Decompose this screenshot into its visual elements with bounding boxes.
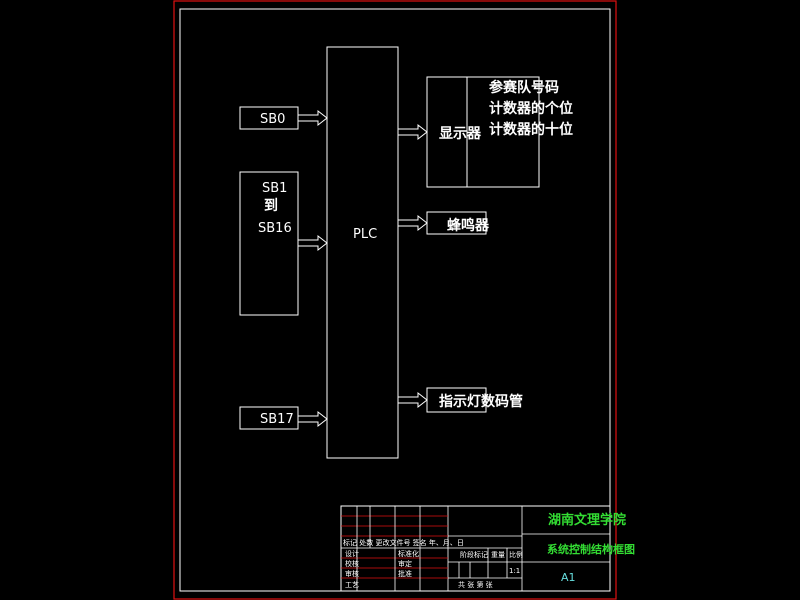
display-label: 显示器	[439, 126, 482, 142]
plc-label: PLC	[353, 227, 377, 242]
sheet-size: A1	[561, 571, 576, 584]
tb-label-process: 工艺	[345, 581, 359, 589]
to-label: 到	[264, 198, 278, 214]
arrow-sb17-to-plc	[298, 410, 328, 428]
sb0-label: SB0	[260, 112, 285, 127]
tb-header-stage: 阶段标记	[460, 550, 488, 559]
tb-label-authorize: 批准	[398, 569, 412, 578]
tb-sheet: 共 张 第 张	[458, 580, 493, 589]
tb-scale-value: 1:1	[509, 567, 520, 575]
buzzer-block: 蜂鸣器	[426, 211, 490, 235]
tb-label-standard: 标准化	[398, 549, 419, 558]
inner-frame	[179, 8, 611, 592]
tb-label-design: 设计	[345, 549, 359, 558]
tb-header-scale: 比例	[509, 550, 523, 559]
drawing-title: 系统控制结构框图	[547, 542, 635, 556]
tb-label-check: 校核	[345, 559, 359, 568]
indicator-block: 指示灯数码管	[426, 387, 523, 413]
title-block: 标记 处数 更改文件号 签名 年、月、日 设计 校核 审核 工艺 标准化 审定 …	[340, 505, 635, 592]
display-block: 显示器 参赛队号码 计数器的个位 计数器的十位	[426, 76, 573, 188]
sb16-label: SB16	[258, 221, 292, 236]
plc-block: PLC	[326, 46, 399, 459]
sb17-label: SB17	[260, 412, 294, 427]
tb-label-approve: 审定	[398, 559, 412, 568]
display-item-team-number: 参赛队号码	[489, 79, 559, 96]
arrow-plc-to-indicator	[398, 391, 428, 409]
outer-frame	[173, 0, 617, 600]
indicator-label: 指示灯数码管	[439, 393, 523, 410]
buzzer-label: 蜂鸣器	[447, 217, 490, 234]
tb-header-row: 标记 处数 更改文件号 签名 年、月、日	[343, 538, 464, 547]
sb1-label: SB1	[262, 181, 287, 196]
arrow-plc-to-display	[398, 123, 428, 141]
display-item-counter-tens: 计数器的十位	[489, 121, 573, 138]
input-sb17: SB17	[239, 406, 299, 430]
tb-label-review: 审核	[345, 569, 359, 578]
tb-header-weight: 重量	[491, 551, 505, 559]
arrow-sb0-to-plc	[298, 109, 328, 127]
display-item-counter-ones: 计数器的个位	[489, 100, 573, 117]
arrow-sb16-to-plc	[298, 234, 328, 252]
arrow-plc-to-buzzer	[398, 214, 428, 232]
input-sb1-sb16: SB1 到 SB16	[239, 171, 299, 316]
input-sb0: SB0	[239, 106, 299, 130]
school-name: 湖南文理学院	[548, 512, 626, 528]
